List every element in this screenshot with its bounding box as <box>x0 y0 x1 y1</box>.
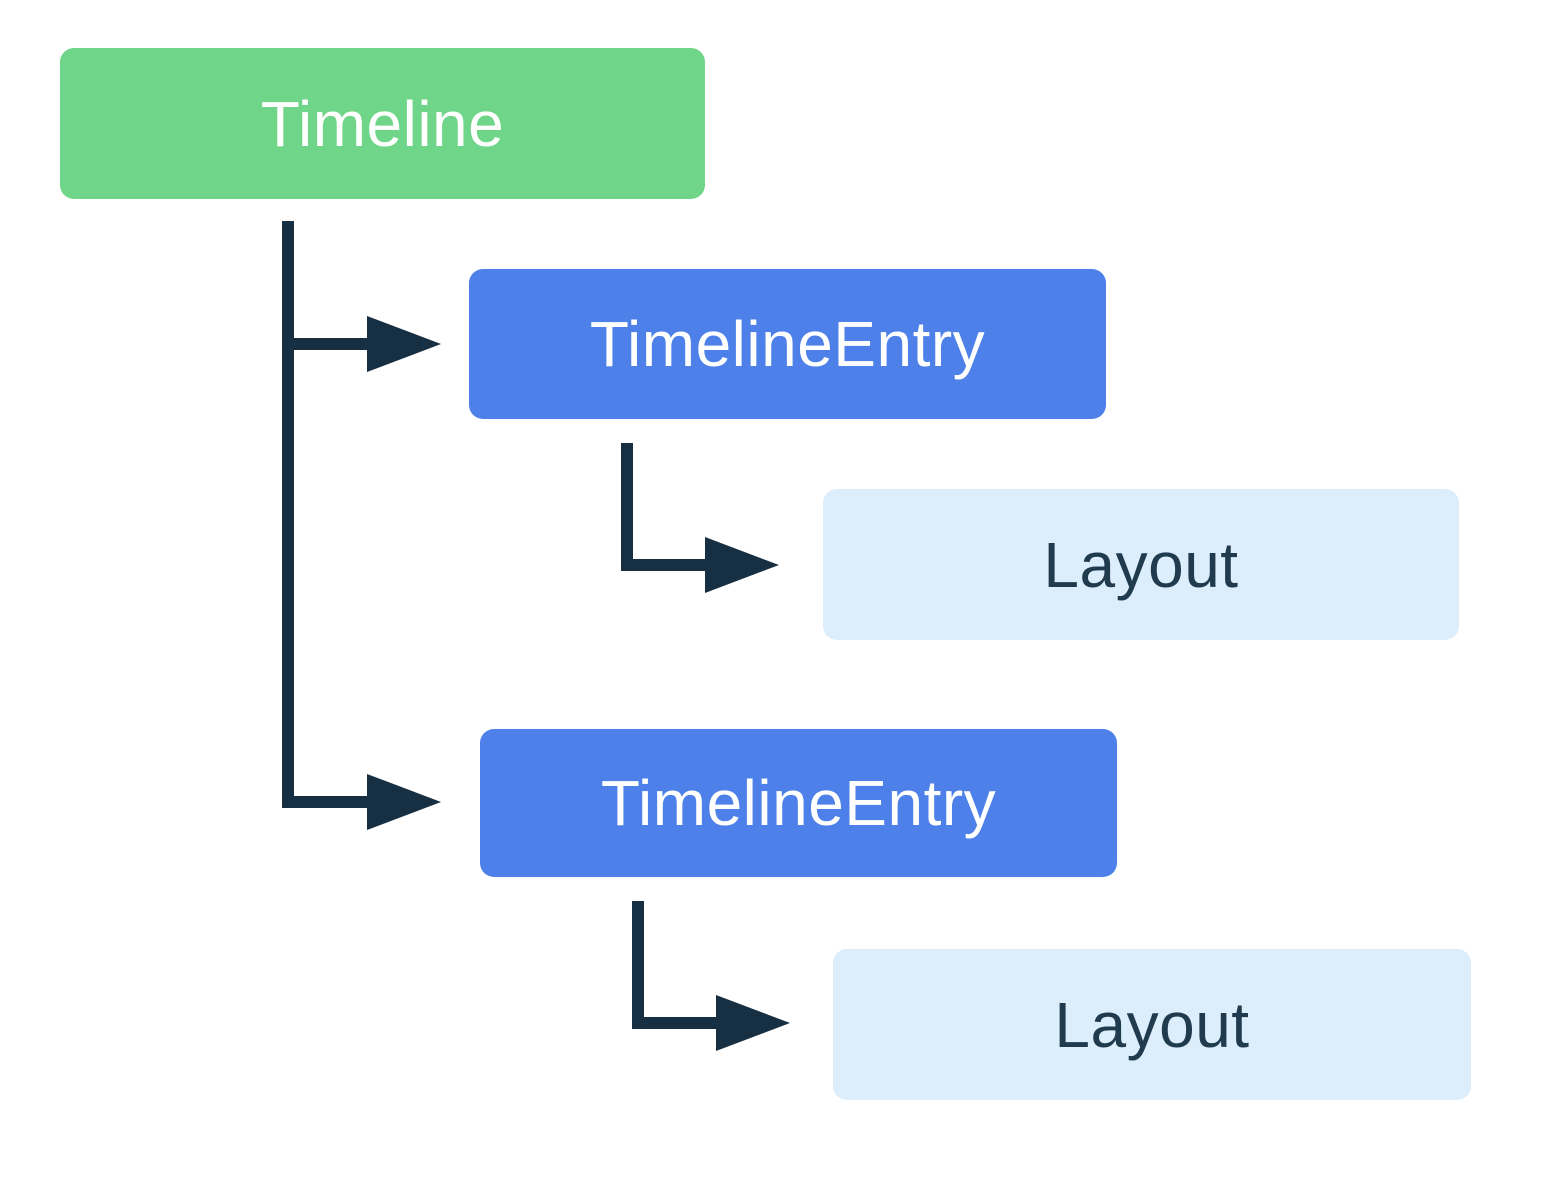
node-layout-1: Layout <box>823 489 1459 640</box>
node-layout-2: Layout <box>833 949 1471 1100</box>
node-timeline-entry-2-label: TimelineEntry <box>600 767 997 839</box>
connector-timeline-trunk <box>282 221 294 808</box>
node-timeline: Timeline <box>60 48 705 199</box>
connector-timeline-to-entry-2 <box>282 774 441 830</box>
arrowhead-icon <box>705 537 779 593</box>
node-timeline-entry-1: TimelineEntry <box>469 269 1106 419</box>
node-timeline-label: Timeline <box>260 87 505 160</box>
connector-entry-1-to-layout-1 <box>621 443 779 593</box>
node-layout-2-label: Layout <box>1054 988 1250 1061</box>
connector-entry-2-to-layout-2 <box>632 901 790 1051</box>
arrowhead-icon <box>716 995 790 1051</box>
node-layout-1-label: Layout <box>1043 528 1239 601</box>
arrowhead-icon <box>367 316 441 372</box>
arrowhead-icon <box>367 774 441 830</box>
node-timeline-entry-1-label: TimelineEntry <box>589 308 986 380</box>
connector-timeline-to-entry-1 <box>282 316 441 372</box>
node-timeline-entry-2: TimelineEntry <box>480 729 1117 877</box>
